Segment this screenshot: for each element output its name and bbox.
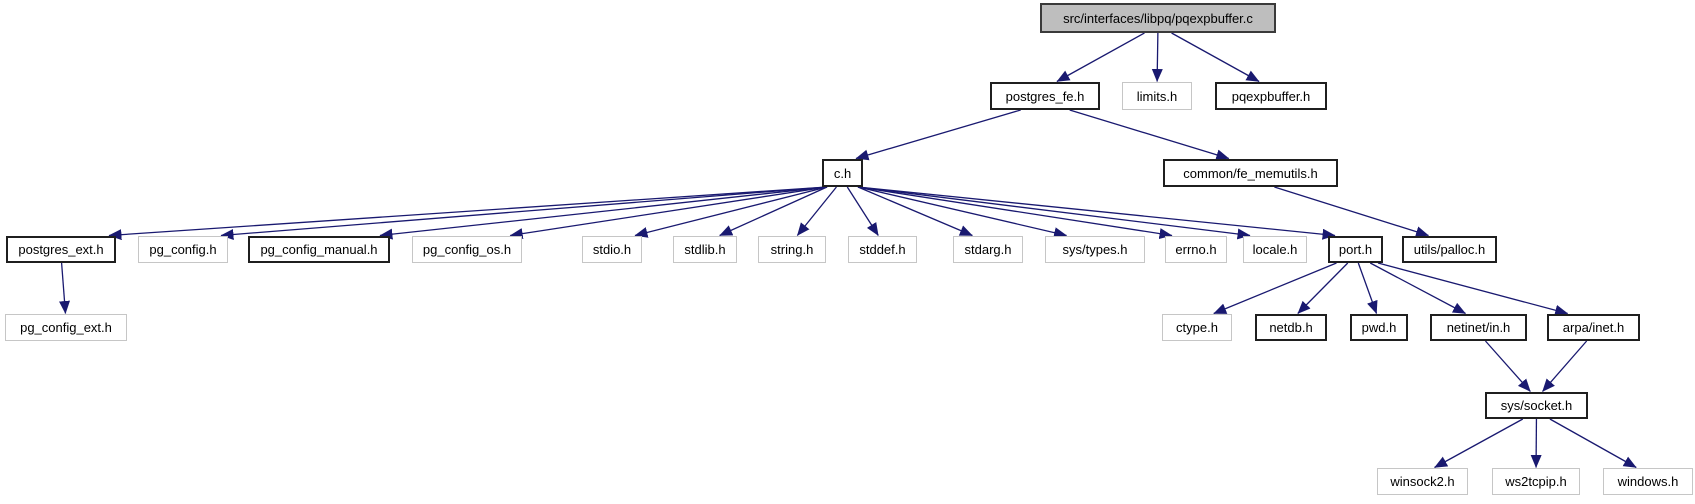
edge-postgres_fe_h-to-fe_memutils_h (1069, 109, 1230, 161)
edge-port_h-to-arpa_inet_h (1377, 262, 1569, 316)
node-netinet-in-h[interactable]: netinet/in.h (1430, 314, 1527, 341)
edge-postgres_fe_h-to-c_h (855, 109, 1021, 161)
edge-c_h-to-stdarg_h (857, 186, 973, 237)
node-port-h[interactable]: port.h (1328, 236, 1383, 263)
edge-netinet_in_h-to-sys_socket_h (1484, 340, 1531, 392)
edge-c_h-to-errno_h (857, 186, 1173, 240)
node-pqexpbuffer-h[interactable]: pqexpbuffer.h (1215, 82, 1327, 110)
node-string-h: string.h (758, 236, 826, 263)
node-sys-socket-h[interactable]: sys/socket.h (1485, 392, 1588, 419)
node-errno-h: errno.h (1165, 236, 1227, 263)
edge-group (59, 32, 1637, 469)
node-ws2tcpip-h: ws2tcpip.h (1492, 468, 1580, 495)
node-stdarg-h: stdarg.h (953, 236, 1023, 263)
edge-c_h-to-pg_config_os_h (509, 186, 828, 240)
node-stddef-h: stddef.h (848, 236, 917, 263)
node-common-fe-memutils-h[interactable]: common/fe_memutils.h (1163, 159, 1338, 187)
edge-c_h-to-stddef_h (846, 186, 879, 236)
edge-fe_memutils_h-to-utils_palloc_h (1274, 186, 1429, 237)
edge-port_h-to-netinet_in_h (1369, 262, 1466, 315)
node-ctype-h: ctype.h (1162, 314, 1232, 341)
edge-c_h-to-pg_config_h (220, 186, 828, 240)
edge-c_h-to-pg_config_manual_h (379, 186, 828, 240)
node-pg-config-ext-h: pg_config_ext.h (5, 314, 127, 341)
node-stdio-h: stdio.h (582, 236, 642, 263)
node-pg-config-os-h: pg_config_os.h (412, 236, 522, 263)
edge-port_h-to-netdb_h (1297, 262, 1349, 314)
edge-port_h-to-pwd_h (1357, 262, 1378, 314)
edge-c_h-to-postgres_ext_h (108, 186, 828, 241)
node-stdlib-h: stdlib.h (673, 236, 737, 263)
edge-pqexpbuffer_c-to-limits_h (1151, 32, 1163, 82)
edge-pqexpbuffer_c-to-pqexpbuffer_h (1171, 32, 1260, 83)
node-c-h[interactable]: c.h (822, 159, 863, 187)
node-locale-h: locale.h (1243, 236, 1307, 263)
edge-port_h-to-ctype_h (1213, 262, 1337, 315)
node-pg-config-h: pg_config.h (138, 236, 228, 263)
edge-c_h-to-stdlib_h (719, 186, 828, 237)
edge-sys_socket_h-to-windows_h (1549, 418, 1637, 469)
node-netdb-h[interactable]: netdb.h (1255, 314, 1327, 341)
edge-c_h-to-stdio_h (634, 186, 828, 238)
edge-c_h-to-string_h (796, 186, 837, 236)
node-postgres-fe-h[interactable]: postgres_fe.h (990, 82, 1100, 110)
edge-postgres_ext_h-to-pg_config_ext_h (59, 262, 71, 314)
node-postgres-ext-h[interactable]: postgres_ext.h (6, 236, 116, 263)
edge-c_h-to-locale_h (857, 186, 1251, 240)
node-src-interfaces-libpq-pqexpbuffer-c: src/interfaces/libpq/pqexpbuffer.c (1040, 3, 1276, 33)
node-pg-config-manual-h[interactable]: pg_config_manual.h (248, 236, 390, 263)
edge-pqexpbuffer_c-to-postgres_fe_h (1056, 32, 1145, 83)
node-windows-h: windows.h (1603, 468, 1693, 495)
edge-arpa_inet_h-to-sys_socket_h (1542, 340, 1588, 392)
node-pwd-h[interactable]: pwd.h (1350, 314, 1408, 341)
node-limits-h: limits.h (1122, 82, 1192, 110)
edge-sys_socket_h-to-winsock2_h (1434, 418, 1524, 469)
node-utils-palloc-h[interactable]: utils/palloc.h (1402, 236, 1497, 263)
edge-c_h-to-port_h (857, 186, 1336, 240)
node-sys-types-h: sys/types.h (1045, 236, 1145, 263)
node-winsock2-h: winsock2.h (1377, 468, 1468, 495)
node-arpa-inet-h[interactable]: arpa/inet.h (1547, 314, 1640, 341)
edge-c_h-to-sys_types_h (857, 186, 1068, 239)
